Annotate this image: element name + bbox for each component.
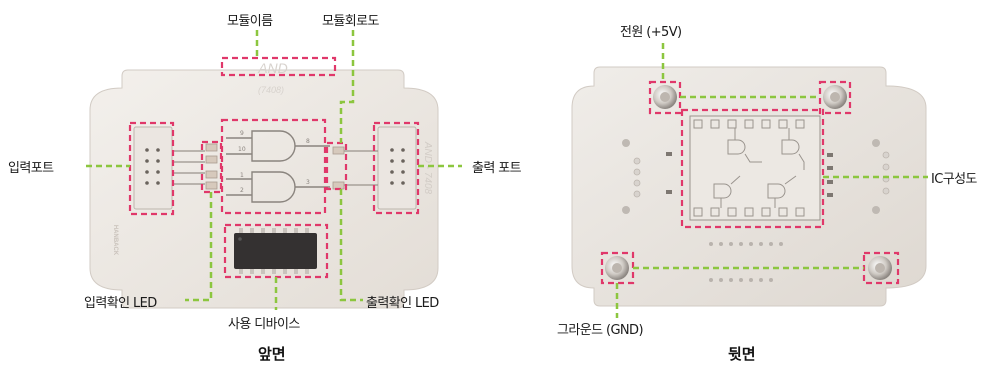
callout-output-led-box (325, 141, 348, 191)
front-board: 9 10 1 2 8 3 AND (7408) AND - 7408 HANBACK (89, 60, 439, 309)
label-ic-layout: IC구성도 (931, 172, 977, 187)
callout-module-name-box (220, 56, 337, 77)
leader-lines (86, 30, 928, 318)
screw-bottom-left (605, 256, 629, 280)
callout-ic-layout-box (680, 108, 825, 229)
label-module-name: 모듈이름 (227, 14, 273, 29)
callout-power-right-box (818, 80, 852, 115)
board-module-name: AND (257, 60, 288, 76)
svg-text:10: 10 (238, 146, 246, 153)
input-header (133, 126, 173, 210)
callout-input-port-box (128, 121, 175, 216)
screw-top-left (653, 85, 677, 109)
label-output-port: 출력 포트 (472, 161, 522, 176)
output-header (377, 126, 417, 210)
label-input-port: 입력포트 (8, 161, 54, 176)
label-output-led: 출력확인 LED (366, 296, 439, 311)
caption-front: 앞면 (258, 345, 286, 363)
board-brand-text: HANBACK (112, 225, 118, 256)
label-module-circuit: 모듈회로도 (322, 14, 379, 29)
ic-layout-diagram (689, 115, 821, 221)
callout-circuit-box (220, 118, 327, 215)
svg-text:9: 9 (240, 130, 244, 137)
board-side-text: AND - 7408 (422, 141, 433, 195)
svg-text:2: 2 (240, 187, 244, 194)
svg-text:1: 1 (240, 172, 244, 179)
back-board (571, 66, 927, 307)
svg-text:3: 3 (306, 179, 310, 186)
label-input-led: 입력확인 LED (84, 296, 157, 311)
screw-bottom-right (868, 256, 892, 280)
label-ground: 그라운드 (GND) (557, 323, 644, 338)
board-part-number: (7408) (258, 85, 284, 95)
label-device: 사용 디바이스 (228, 317, 300, 332)
and-gate-schematic (226, 130, 330, 203)
ic-chip (234, 228, 317, 274)
svg-text:8: 8 (306, 138, 310, 145)
caption-back: 뒷면 (728, 345, 756, 363)
callout-output-port-box (372, 121, 420, 215)
label-power: 전원 (+5V) (620, 25, 682, 40)
screw-top-right (823, 85, 847, 109)
